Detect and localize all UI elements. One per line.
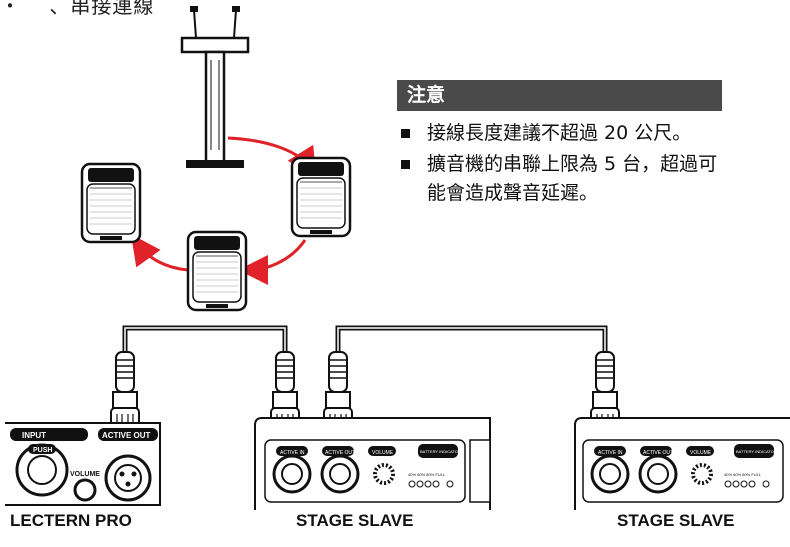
battery-levels: 40% 60% 80% FULL: [724, 472, 762, 477]
notice-title: 注意: [397, 80, 722, 111]
top-caption: ・ 、串接連線: [0, 0, 155, 18]
push-label: PUSH: [33, 447, 52, 454]
list-item: 接線長度建議不超過 20 公尺。: [397, 119, 722, 148]
lectern-icon: [180, 6, 250, 168]
bullet-icon: [401, 129, 410, 138]
battery-label: BATTERY INDICATOR: [420, 449, 461, 454]
speaker-icon: [290, 156, 352, 238]
active-out-label: ACTIVE OUT: [102, 431, 151, 440]
list-item: 擴音機的串聯上限為 5 台，超過可能會造成聲音延遲。: [397, 150, 722, 208]
active-out-label: ACTIVE OUT: [325, 450, 355, 456]
notice-text: 接線長度建議不超過 20 公尺。: [427, 122, 692, 144]
speaker-icon: [80, 162, 142, 244]
notice-text: 擴音機的串聯上限為 5 台，超過可能會造成聲音延遲。: [427, 153, 718, 204]
lectern-panel: [5, 422, 161, 506]
stage-slave-panel-1: [254, 417, 491, 510]
battery-label: BATTERY INDICATOR: [736, 449, 777, 454]
battery-levels: 40% 60% 80% FULL: [408, 472, 446, 477]
device-label-lectern: LECTERN PRO: [10, 511, 132, 530]
active-out-label: ACTIVE OUT: [643, 450, 673, 456]
stage-slave-panel-2: [574, 417, 790, 510]
device-label-slave-1: STAGE SLAVE: [296, 511, 414, 530]
active-in-label: ACTIVE IN: [280, 450, 305, 456]
cable: [335, 325, 608, 358]
device-label-slave-2: STAGE SLAVE: [617, 511, 735, 530]
volume-label: VOLUME: [690, 450, 712, 456]
volume-knob-icon: [73, 478, 97, 502]
cable: [122, 325, 288, 358]
notice-list: 接線長度建議不超過 20 公尺。 擴音機的串聯上限為 5 台，超過可能會造成聲音…: [397, 119, 722, 208]
volume-label: VOLUME: [70, 471, 100, 478]
volume-label: VOLUME: [372, 450, 394, 456]
speaker-icon: [186, 230, 248, 312]
notice-box: 注意 接線長度建議不超過 20 公尺。 擴音機的串聯上限為 5 台，超過可能會造…: [397, 80, 722, 210]
bullet-icon: [401, 160, 410, 169]
active-in-label: ACTIVE IN: [598, 450, 623, 456]
input-label: INPUT: [22, 431, 46, 440]
